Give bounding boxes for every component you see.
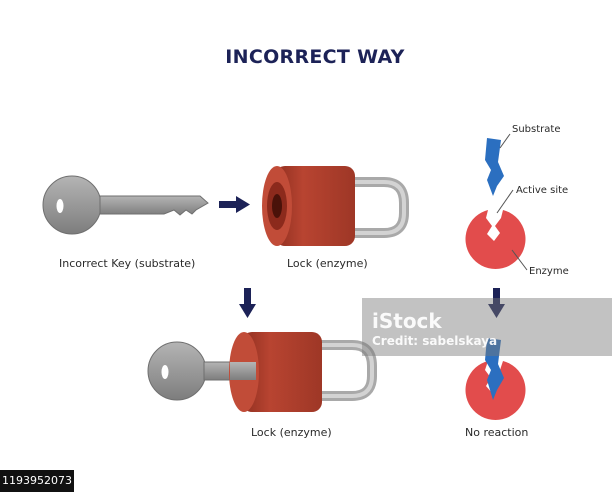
lock-top-icon xyxy=(262,166,409,246)
stock-id-badge: 1193952073 xyxy=(0,470,74,492)
down-arrow-left-icon xyxy=(239,288,256,318)
diagram-title: INCORRECT WAY xyxy=(225,46,405,68)
active-site-label: Active site xyxy=(516,185,569,196)
enzyme-bottom-icon xyxy=(465,361,526,421)
right-arrow-icon xyxy=(219,196,250,213)
enzyme-label: Enzyme xyxy=(529,266,569,277)
watermark-band xyxy=(362,298,612,356)
incorrect-key-label: Incorrect Key (substrate) xyxy=(59,257,196,270)
enzyme-top-icon xyxy=(465,189,528,271)
incorrect-key-icon xyxy=(42,175,209,235)
lock-bottom-label: Lock (enzyme) xyxy=(251,426,332,439)
down-arrow-right-icon xyxy=(488,288,505,318)
watermark-logo: iStock xyxy=(372,309,442,333)
substrate-label: Substrate xyxy=(512,124,561,135)
substrate-bottom-icon xyxy=(485,338,504,400)
key-in-lock-icon xyxy=(147,332,377,412)
watermark-credit: Credit: sabelskaya xyxy=(372,334,498,348)
lock-top-label: Lock (enzyme) xyxy=(287,257,368,270)
no-reaction-label: No reaction xyxy=(465,426,529,439)
substrate-top-icon xyxy=(485,133,511,196)
